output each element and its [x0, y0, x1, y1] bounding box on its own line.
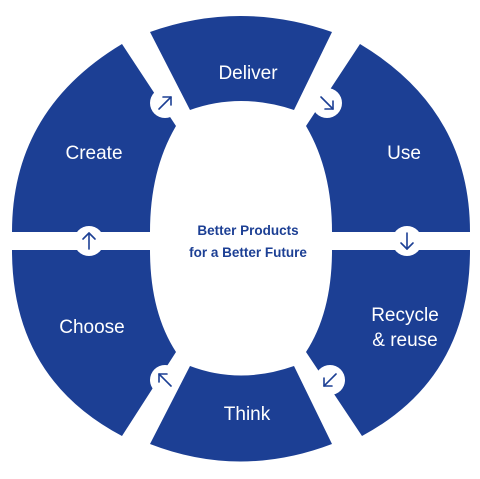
segment-label-choose: Choose: [59, 317, 125, 338]
segment-label-recycle-line1: Recycle: [371, 305, 439, 326]
segment-use: [306, 44, 470, 232]
arrow-up-icon: [74, 226, 104, 256]
arrow-up-right-icon: [150, 88, 180, 118]
arrow-up-left-icon: [150, 365, 180, 395]
segment-deliver: [150, 16, 332, 110]
segment-label-create: Create: [65, 143, 122, 164]
segment-label-recycle-line2: & reuse: [372, 330, 437, 351]
segments: [12, 16, 470, 462]
center-circle: [169, 169, 313, 313]
segment-recycle: [306, 250, 470, 436]
segment-choose: [12, 250, 176, 436]
segment-label-use: Use: [387, 143, 421, 164]
center-title-line1: Better Products: [197, 223, 298, 238]
arrow-down-left-icon: [315, 365, 345, 395]
segment-label-deliver: Deliver: [218, 63, 278, 84]
segment-label-think: Think: [224, 404, 271, 425]
center-title-line2: for a Better Future: [189, 245, 307, 260]
arrow-down-right-icon: [312, 88, 342, 118]
arrow-down-icon: [392, 226, 422, 256]
segment-create: [12, 44, 176, 232]
arrow-badges: [74, 88, 422, 395]
segment-think: [150, 366, 332, 462]
